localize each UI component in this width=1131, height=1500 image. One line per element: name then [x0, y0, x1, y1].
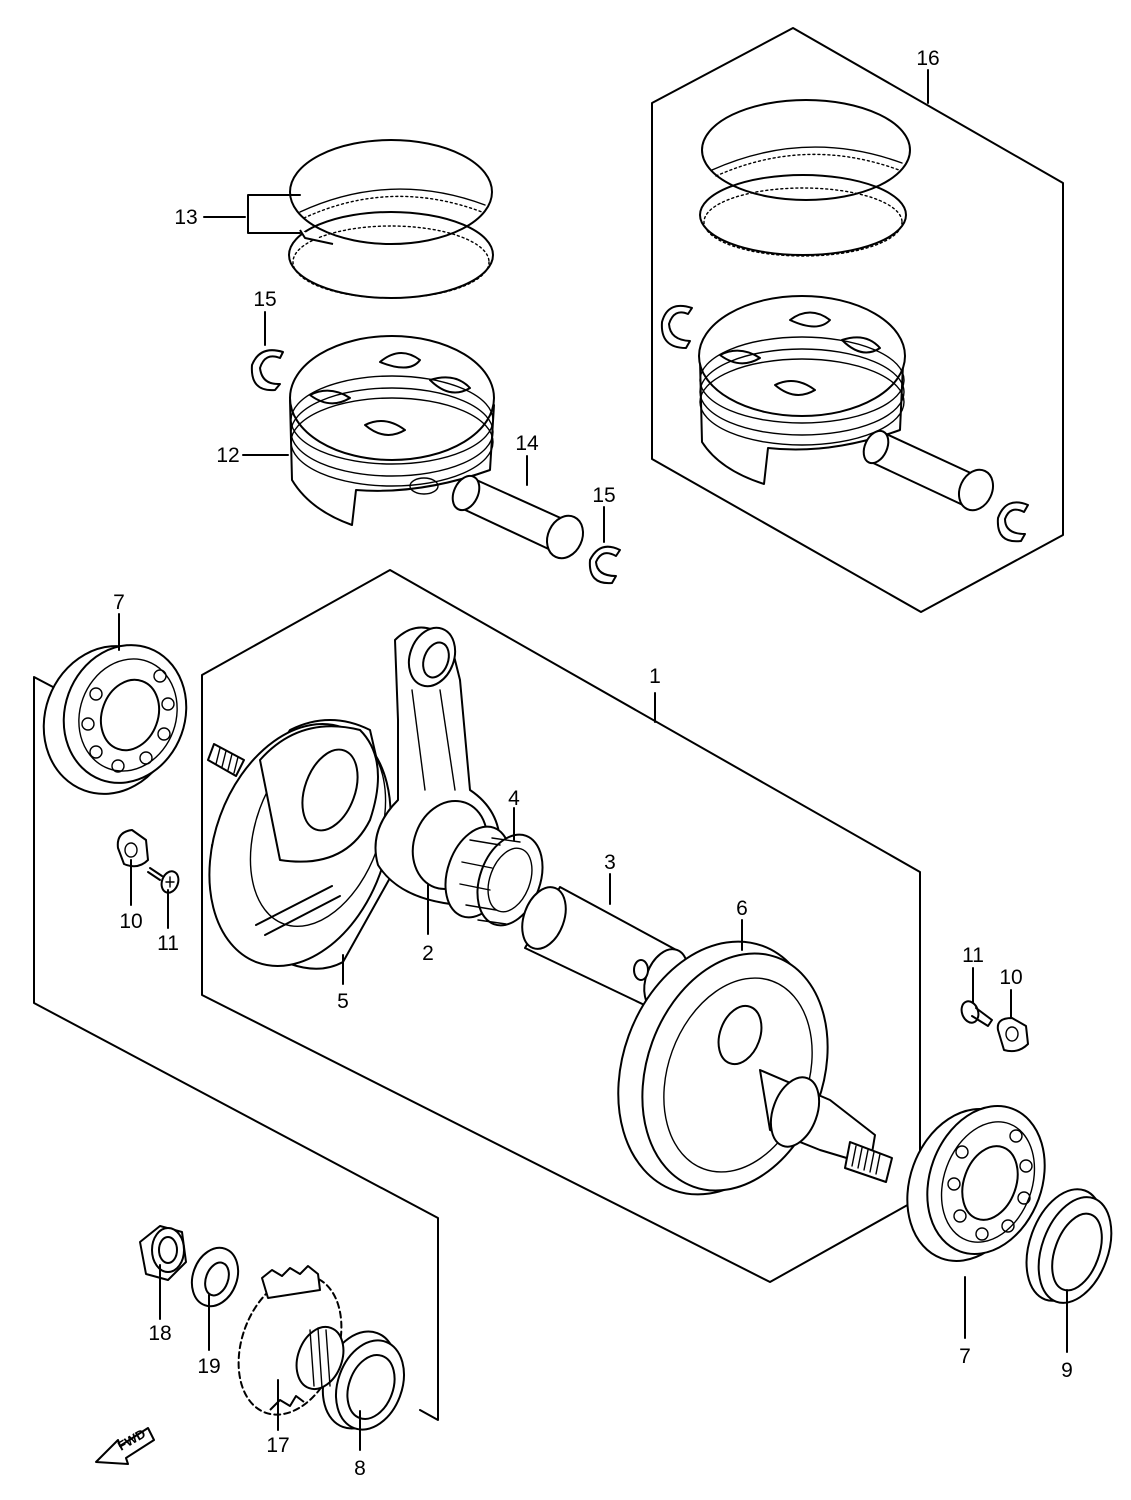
piston-kit-circlip-left	[660, 304, 693, 349]
fwd-arrow: FWD	[95, 1426, 155, 1465]
callout-11-right: 11	[962, 944, 984, 967]
screw-right	[960, 1000, 993, 1027]
bearing-left	[42, 644, 188, 795]
callout-12: 12	[216, 444, 239, 467]
piston-kit-circlip-right	[996, 501, 1029, 543]
piston-kit-piston	[698, 295, 906, 485]
callout-17: 17	[266, 1434, 289, 1457]
callout-11-left: 11	[157, 932, 179, 955]
circlip-lower	[588, 545, 621, 585]
piston-kit-rings	[699, 99, 911, 257]
piston-rings	[288, 139, 494, 299]
oil-seal-right	[1025, 1188, 1113, 1304]
piston-kit-outline	[651, 27, 1064, 613]
callout-4: 4	[508, 787, 520, 810]
retainer-left-hole	[124, 842, 138, 858]
callout-13: 13	[174, 206, 197, 229]
retainer-right-hole	[1005, 1026, 1019, 1042]
bearing-right	[906, 1105, 1046, 1262]
crankshaft-right	[617, 940, 893, 1196]
callouts: 1 2 3 4 5 6 7 7 8 9 10 10 11 11 12 13 14…	[113, 47, 1073, 1480]
callout-7-right: 7	[959, 1345, 971, 1368]
callout-18: 18	[148, 1322, 171, 1345]
callout-7-left: 7	[113, 591, 125, 614]
bearing-retainer-left	[116, 829, 149, 868]
piston-kit-pin	[862, 429, 995, 512]
callout-1: 1	[649, 665, 661, 688]
callout-10-left: 10	[119, 910, 142, 933]
screw-left	[147, 867, 180, 894]
leader-lines	[118, 69, 1068, 1451]
needle-bearing	[444, 825, 544, 927]
oil-seal-left	[321, 1330, 405, 1431]
callout-9: 9	[1061, 1359, 1073, 1382]
callout-2: 2	[422, 942, 434, 965]
callout-14: 14	[515, 432, 539, 455]
callout-15-lower: 15	[592, 484, 615, 507]
callout-10-right: 10	[999, 966, 1022, 989]
crankshaft-left	[207, 719, 401, 970]
callout-3: 3	[604, 851, 616, 874]
callout-15-upper: 15	[253, 288, 276, 311]
nut	[139, 1225, 187, 1281]
callout-8: 8	[354, 1457, 366, 1480]
circlip-upper	[250, 349, 284, 392]
bearing-retainer-right	[996, 1017, 1029, 1053]
callout-5: 5	[337, 990, 349, 1013]
callout-16: 16	[916, 47, 939, 70]
callout-6: 6	[736, 897, 748, 920]
timing-gear	[237, 1265, 345, 1416]
piston-pin	[451, 474, 584, 560]
left-group-bracket	[33, 676, 439, 1421]
callout-19: 19	[197, 1355, 220, 1378]
washer	[190, 1246, 240, 1308]
